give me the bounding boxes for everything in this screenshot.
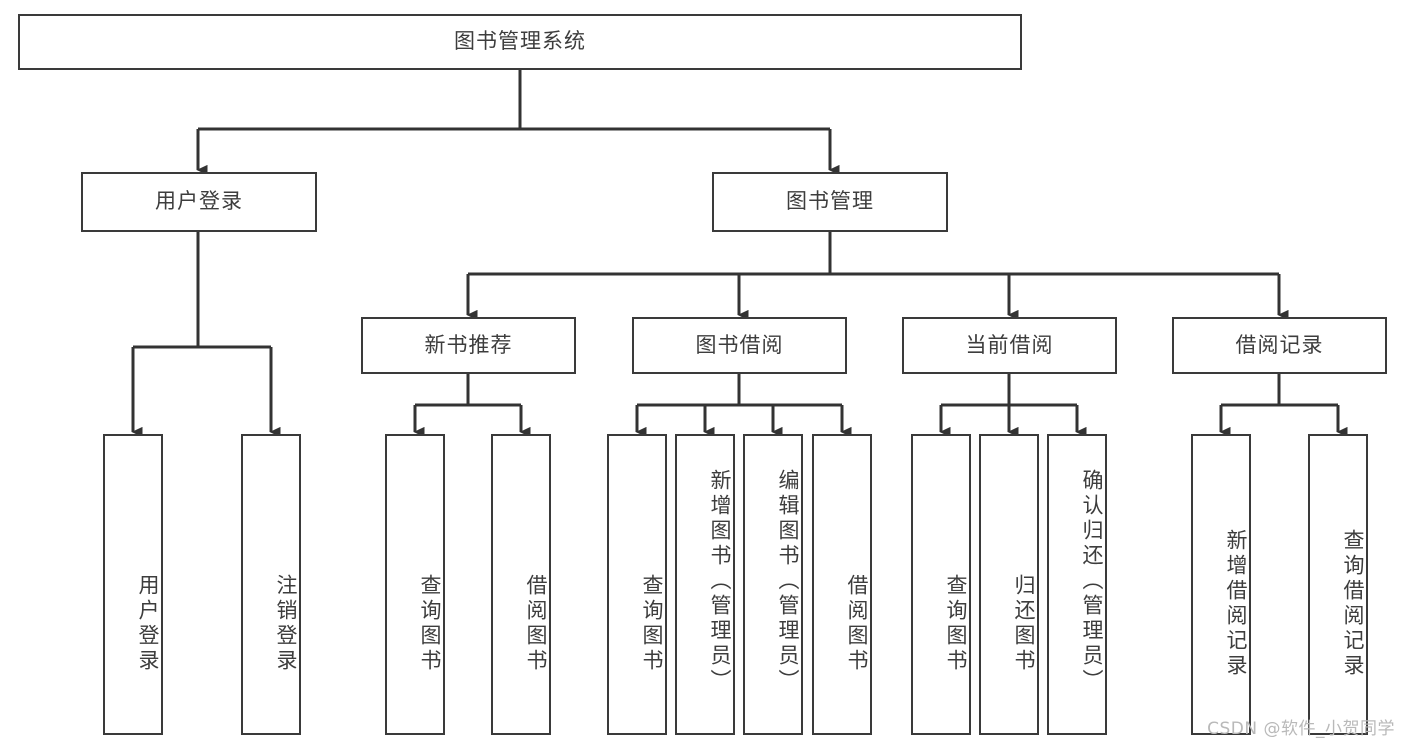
node-leaf-query-book-current-label: 查询图书 <box>944 573 968 674</box>
node-leaf-borrow-book-recommend[interactable]: 借阅图书 <box>491 434 551 735</box>
node-book-manage-label: 图书管理 <box>786 189 874 214</box>
node-leaf-query-book-borrow-label: 查询图书 <box>640 573 664 674</box>
node-leaf-borrow-book[interactable]: 借阅图书 <box>812 434 872 735</box>
node-leaf-user-logout[interactable]: 注销登录 <box>241 434 301 735</box>
node-user-login[interactable]: 用户登录 <box>81 172 317 232</box>
node-leaf-borrow-book-recommend-label: 借阅图书 <box>524 573 548 674</box>
node-leaf-user-login-label: 用户登录 <box>136 573 160 674</box>
node-leaf-return-book[interactable]: 归还图书 <box>979 434 1039 735</box>
node-leaf-edit-book[interactable]: 编辑图书（管理员） <box>743 434 803 735</box>
node-leaf-query-book-recommend-label: 查询图书 <box>418 573 442 674</box>
node-leaf-add-borrow-record[interactable]: 新增借阅记录 <box>1191 434 1251 735</box>
node-leaf-add-borrow-record-label: 新增借阅记录 <box>1224 528 1248 679</box>
node-leaf-user-logout-label: 注销登录 <box>274 573 298 674</box>
node-leaf-query-book-borrow[interactable]: 查询图书 <box>607 434 667 735</box>
node-leaf-return-book-label: 归还图书 <box>1012 573 1036 674</box>
node-leaf-user-login[interactable]: 用户登录 <box>103 434 163 735</box>
watermark-text: CSDN @软件_小贺同学 <box>1207 719 1395 739</box>
node-leaf-borrow-book-label: 借阅图书 <box>845 573 869 674</box>
node-book-borrow[interactable]: 图书借阅 <box>632 317 847 374</box>
node-leaf-query-borrow-record[interactable]: 查询借阅记录 <box>1308 434 1368 735</box>
node-current-borrow[interactable]: 当前借阅 <box>902 317 1117 374</box>
node-root-book-management-system[interactable]: 图书管理系统 <box>18 14 1022 70</box>
node-book-manage[interactable]: 图书管理 <box>712 172 948 232</box>
node-leaf-confirm-return-label: 确认归还（管理员） <box>1080 469 1104 694</box>
node-leaf-add-book[interactable]: 新增图书（管理员） <box>675 434 735 735</box>
node-user-login-label: 用户登录 <box>155 189 243 214</box>
node-leaf-query-book-current[interactable]: 查询图书 <box>911 434 971 735</box>
node-new-book-recommend[interactable]: 新书推荐 <box>361 317 576 374</box>
node-book-borrow-label: 图书借阅 <box>695 332 784 357</box>
node-leaf-query-book-recommend[interactable]: 查询图书 <box>385 434 445 735</box>
node-new-book-recommend-label: 新书推荐 <box>424 332 513 357</box>
node-leaf-query-borrow-record-label: 查询借阅记录 <box>1341 528 1365 679</box>
node-root-label: 图书管理系统 <box>454 29 586 54</box>
node-leaf-edit-book-label: 编辑图书（管理员） <box>776 469 800 694</box>
node-leaf-confirm-return[interactable]: 确认归还（管理员） <box>1047 434 1107 735</box>
node-leaf-add-book-label: 新增图书（管理员） <box>708 469 732 694</box>
node-current-borrow-label: 当前借阅 <box>965 332 1054 357</box>
node-borrow-record[interactable]: 借阅记录 <box>1172 317 1387 374</box>
node-borrow-record-label: 借阅记录 <box>1235 332 1324 357</box>
